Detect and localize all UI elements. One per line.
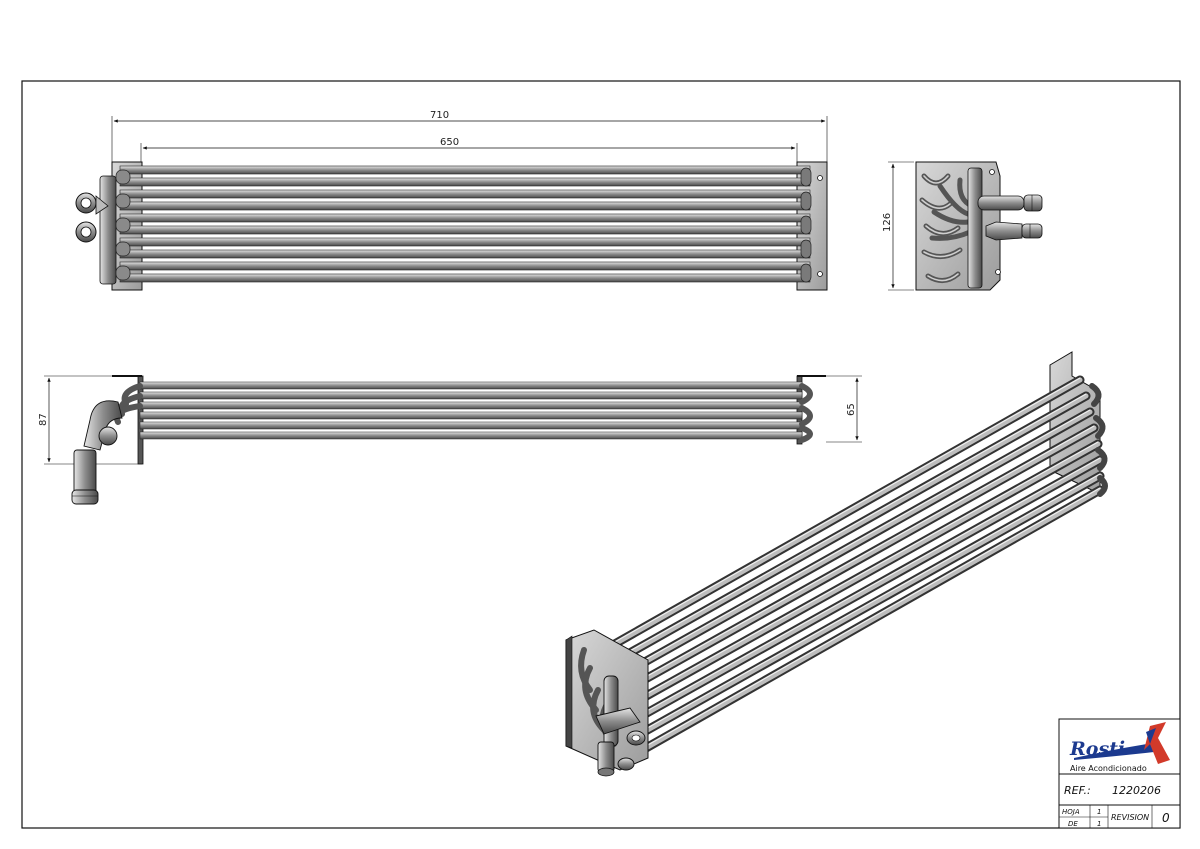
logo-name: Rosti: [1069, 738, 1125, 760]
top-view: 87 65: [38, 375, 862, 505]
de-value: 1: [1097, 820, 1101, 828]
dimension-126-label: 126: [882, 213, 893, 232]
dimension-87-label: 87: [38, 413, 49, 426]
sheet-border: [21, 80, 1181, 829]
side-connector-lower: [985, 221, 1043, 241]
de-label: DE: [1068, 820, 1078, 828]
front-tubes: [119, 165, 811, 283]
side-header-tube: [967, 167, 983, 289]
top-return-bends: [799, 383, 813, 443]
side-connector-upper: [977, 194, 1043, 212]
ref-label: REF.:: [1064, 784, 1091, 797]
dimension-65: 65: [826, 375, 862, 443]
front-return-bends: [800, 167, 812, 283]
side-view: 126: [882, 161, 1043, 291]
dimension-126: 126: [882, 161, 914, 291]
front-inlet-outlet: [75, 192, 109, 243]
front-left-bends: [115, 169, 131, 281]
title-block: Rosti Aire Acondicionado REF.: 1220206 H…: [1058, 718, 1181, 829]
top-tubes: [139, 381, 803, 440]
front-header-tube: [99, 175, 117, 285]
dimension-650: 650: [140, 137, 798, 165]
iso-connectors: [595, 707, 646, 777]
logo-swoosh-icon: [1074, 742, 1160, 760]
isometric-view: [565, 351, 1108, 777]
dimension-65-label: 65: [846, 403, 857, 416]
side-tube-bends-highlight: [921, 175, 961, 282]
dimension-710-label: 710: [430, 110, 449, 121]
dimension-710: 710: [111, 110, 828, 165]
hoja-label: HOJA: [1062, 808, 1080, 816]
revision-value: 0: [1162, 811, 1170, 825]
dimension-650-label: 650: [440, 137, 459, 148]
hoja-value: 1: [1097, 808, 1101, 816]
front-view: 710 650: [75, 110, 828, 291]
iso-tubes: [585, 375, 1105, 761]
iso-far-bends: [1089, 383, 1108, 497]
rosti-logo: Rosti Aire Acondicionado: [1069, 722, 1170, 773]
revision-label: REVISION: [1111, 813, 1149, 822]
ref-value: 1220206: [1112, 784, 1161, 797]
top-inlet-elbow: [71, 400, 123, 505]
logo-tagline: Aire Acondicionado: [1070, 764, 1147, 773]
